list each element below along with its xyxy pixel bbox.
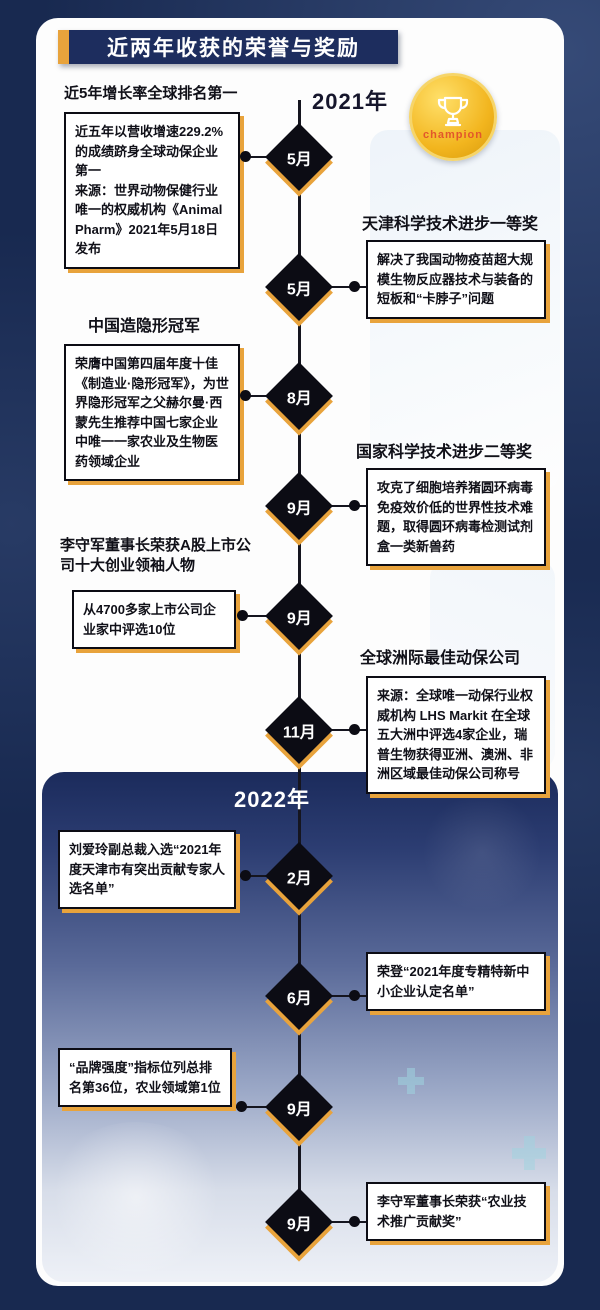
month-label: 8月 xyxy=(286,390,312,407)
month-label: 11月 xyxy=(282,723,316,741)
award-heading-national-second-prize: 国家科学技术进步二等奖 xyxy=(356,444,533,461)
month-label: 2月 xyxy=(286,870,312,887)
trophy-icon xyxy=(437,96,469,126)
title-bar: 近两年收获的荣誉与奖励 xyxy=(58,30,398,64)
connector-dot xyxy=(240,870,251,881)
champion-badge-label: champion xyxy=(423,128,483,141)
connector-dot xyxy=(237,610,248,621)
award-detail-growth-rank: 近五年以营收增速229.2%的成绩跻身全球动保企业第一 来源：世界动物保健行业唯… xyxy=(64,112,240,269)
award-detail-global-best-company: 来源：全球唯一动保行业权威机构 LHS Markit 在全球五大洲中评选4家企业… xyxy=(366,676,546,794)
medical-cross-icon xyxy=(398,1068,424,1094)
connector-dot xyxy=(349,281,360,292)
award-heading-hidden-champion: 中国造隐形冠军 xyxy=(88,318,201,335)
champion-badge: champion xyxy=(409,73,497,161)
connector-line xyxy=(230,1106,300,1108)
connector-dot xyxy=(349,990,360,1001)
month-label: 9月 xyxy=(286,1216,312,1233)
award-detail-tianjin-first-prize: 解决了我国动物疫苗超大规模生物反应器技术与装备的短板和“卡脖子”问题 xyxy=(366,240,546,319)
month-label: 9月 xyxy=(286,610,312,627)
year-label-2022: 2022年 xyxy=(234,787,310,812)
month-label: 6月 xyxy=(286,990,312,1007)
connector-dot xyxy=(240,390,251,401)
title-accent-bar xyxy=(58,30,69,64)
award-heading-growth-rank: 近5年增长率全球排名第一 xyxy=(64,85,238,102)
connector-line xyxy=(300,729,366,731)
award-detail-national-second-prize: 攻克了细胞培养猪圆环病毒免疫效价低的世界性技术难题，取得圆环病毒检测试剂盒一类新… xyxy=(366,468,546,566)
award-detail-chairman-leader: 从4700多家上市公司企业家中评选10位 xyxy=(72,590,236,649)
page-title: 近两年收获的荣誉与奖励 xyxy=(107,37,360,60)
year-label-2021: 2021年 xyxy=(312,89,388,114)
month-label: 9月 xyxy=(286,500,312,517)
connector-dot xyxy=(349,500,360,511)
award-detail-brand-strength: “品牌强度”指标位列总排名第36位，农业领域第1位 xyxy=(58,1048,232,1107)
connector-line xyxy=(300,995,366,997)
month-label: 5月 xyxy=(286,151,312,168)
connector-dot xyxy=(349,1216,360,1227)
connector-dot xyxy=(240,151,251,162)
connector-line xyxy=(300,1221,366,1223)
medical-cross-icon xyxy=(512,1136,546,1170)
timeline-line xyxy=(298,100,301,1258)
connector-line xyxy=(300,505,366,507)
background-art xyxy=(46,1122,226,1272)
connector-dot xyxy=(236,1101,247,1112)
award-detail-hidden-champion: 荣膺中国第四届年度十佳《制造业·隐形冠军》，为世界隐形冠军之父赫尔曼·西蒙先生推… xyxy=(64,344,240,481)
award-heading-global-best-company: 全球洲际最佳动保公司 xyxy=(360,650,521,667)
connector-line xyxy=(300,286,366,288)
background-art xyxy=(422,792,542,912)
award-heading-tianjin-first-prize: 天津科学技术进步一等奖 xyxy=(362,216,539,233)
month-label: 9月 xyxy=(286,1101,312,1118)
award-detail-vp-expert-list: 刘爱玲副总裁入选“2021年度天津市有突出贡献专家人选名单” xyxy=(58,830,236,909)
award-detail-agri-tech-award: 李守军董事长荣获“农业技术推广贡献奖” xyxy=(366,1182,546,1241)
month-label: 5月 xyxy=(286,281,312,298)
connector-dot xyxy=(349,724,360,735)
award-detail-sme-list: 荣登“2021年度专精特新中小企业认定名单” xyxy=(366,952,546,1011)
award-heading-chairman-leader: 李守军董事长荣获A股上市公司十大创业领袖人物 xyxy=(60,537,251,575)
